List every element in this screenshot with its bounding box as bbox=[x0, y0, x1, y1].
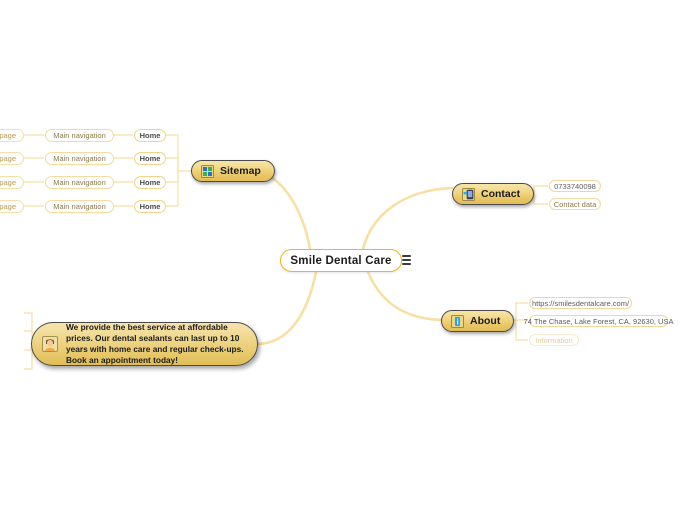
info-icon bbox=[451, 314, 464, 328]
node-label: https://smilesdentalcare.com/ bbox=[531, 298, 630, 308]
list-item[interactable]: Main navigation bbox=[45, 176, 114, 189]
branch-node-contact[interactable]: Contact bbox=[452, 183, 535, 205]
list-item[interactable]: Home bbox=[134, 129, 166, 142]
node-label: Contact data bbox=[553, 199, 597, 209]
node-label: Subpage bbox=[0, 202, 17, 211]
branch-node-about[interactable]: About bbox=[441, 310, 515, 332]
node-label: 74 The Chase, Lake Forest, CA, 92630, US… bbox=[523, 316, 674, 326]
node-label: Main navigation bbox=[53, 202, 106, 211]
person-avatar-icon bbox=[42, 336, 58, 352]
mobile-phone-icon bbox=[462, 187, 475, 201]
node-label: 0733740098 bbox=[554, 181, 596, 191]
node-label: Home bbox=[139, 154, 161, 163]
branch-node-sitemap[interactable]: Sitemap bbox=[191, 160, 275, 182]
list-item[interactable]: Main navigation bbox=[45, 129, 114, 142]
node-label: Home bbox=[139, 131, 161, 140]
about-website[interactable]: https://smilesdentalcare.com/ bbox=[529, 297, 632, 309]
list-item[interactable]: Home bbox=[134, 152, 166, 165]
hamburger-icon[interactable] bbox=[402, 254, 411, 266]
callout-text: We provide the best service at affordabl… bbox=[66, 321, 244, 366]
about-address[interactable]: 74 The Chase, Lake Forest, CA, 92630, US… bbox=[524, 315, 673, 327]
node-label: Main navigation bbox=[53, 178, 106, 187]
branch-label: About bbox=[470, 315, 501, 327]
node-label: Main navigation bbox=[53, 154, 106, 163]
list-item[interactable]: Home bbox=[134, 176, 166, 189]
node-label: Subpage bbox=[0, 154, 17, 163]
node-label: Subpage bbox=[0, 131, 17, 140]
branch-label: Sitemap bbox=[220, 165, 261, 177]
sitemap-grid-icon bbox=[201, 164, 214, 178]
list-item[interactable]: Subpage bbox=[0, 200, 25, 213]
branch-label: Contact bbox=[481, 188, 521, 200]
callout-node[interactable]: We provide the best service at affordabl… bbox=[31, 322, 258, 366]
node-label: Subpage bbox=[0, 178, 17, 187]
page-title: Smile Dental Care bbox=[290, 254, 392, 267]
node-label: Home bbox=[139, 202, 161, 211]
about-information-label[interactable]: Information bbox=[529, 334, 579, 346]
list-item[interactable]: Home bbox=[134, 200, 166, 213]
list-item[interactable]: Subpage bbox=[0, 152, 25, 165]
list-item[interactable]: Main navigation bbox=[45, 152, 114, 165]
contact-data-label[interactable]: Contact data bbox=[549, 198, 601, 210]
node-label: Main navigation bbox=[53, 131, 106, 140]
contact-phone[interactable]: 0733740098 bbox=[549, 180, 601, 192]
node-label: Home bbox=[139, 178, 161, 187]
list-item[interactable]: Main navigation bbox=[45, 200, 114, 213]
root-node[interactable]: Smile Dental Care bbox=[280, 249, 402, 272]
list-item[interactable]: Subpage bbox=[0, 176, 25, 189]
node-label: Information bbox=[535, 335, 573, 345]
list-item[interactable]: Subpage bbox=[0, 129, 25, 142]
